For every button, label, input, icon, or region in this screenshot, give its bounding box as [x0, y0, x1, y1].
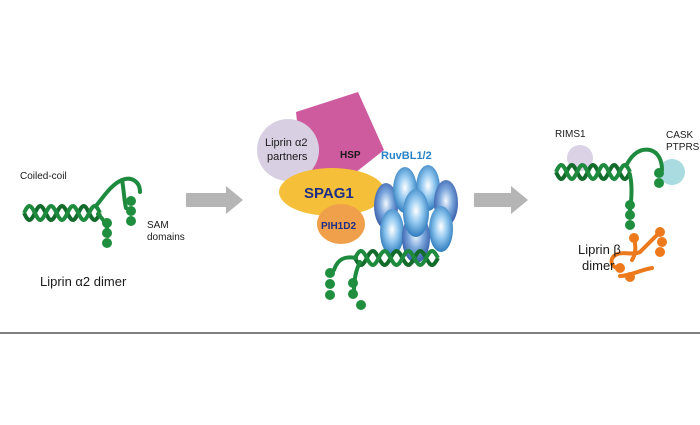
helix-strand	[353, 248, 440, 268]
ruvbl-label: RuvBL1/2	[381, 150, 432, 162]
ptprs-label: PTPRS	[666, 142, 700, 153]
liprin-beta-complex: RIMS1 CASK PTPRS Liprin β dimer	[554, 129, 700, 282]
helix-strand	[353, 248, 440, 268]
liprin-beta-domain	[657, 237, 667, 247]
liprin-alpha2-dimer-left: Coiled-coil SAM domains Liprin α2 dimer	[20, 171, 185, 289]
dimer-label: Liprin α2 dimer	[40, 274, 127, 289]
strand-left-3	[120, 178, 128, 210]
spag1-label: SPAG1	[304, 185, 354, 202]
cask-label: CASK	[666, 130, 694, 141]
cask-ptprs-circle	[659, 159, 685, 185]
coiled-coil-helix-right	[554, 162, 632, 182]
liprin-beta-domain	[629, 233, 639, 243]
liprin-beta-domain	[615, 263, 625, 273]
strand-center-1	[332, 255, 358, 272]
partners-label-line1: Liprin α2	[265, 137, 307, 149]
sam-label-line1: SAM	[147, 220, 169, 231]
sam-domain	[625, 210, 635, 220]
rims1-label: RIMS1	[555, 129, 586, 140]
coiled-coil-helix-center	[353, 248, 440, 268]
sam-domain	[348, 289, 358, 299]
strand-right-1	[624, 147, 664, 172]
sam-domain	[348, 278, 358, 288]
sam-domain	[625, 200, 635, 210]
sam-domain	[654, 168, 664, 178]
helix-strand	[22, 203, 102, 223]
helix-strand	[22, 203, 102, 223]
sam-domain	[102, 228, 112, 238]
spag1-shape	[279, 168, 385, 216]
sam-domain	[625, 220, 635, 230]
right-arrow-icon	[186, 186, 243, 214]
sam-domain	[325, 268, 335, 278]
sam-label-line2: domains	[147, 232, 185, 243]
beta-label-line2: dimer	[582, 258, 615, 273]
helix-strand	[554, 162, 632, 182]
sam-domain	[102, 218, 112, 228]
sam-domain	[126, 216, 136, 226]
ruvbl-hexamer	[374, 165, 458, 263]
sam-domain	[126, 196, 136, 206]
liprin-beta-domain	[655, 247, 665, 257]
pih1d2-label: PIH1D2	[321, 221, 356, 232]
liprin-beta-domain	[625, 272, 635, 282]
beta-label-line1: Liprin β	[578, 242, 621, 257]
hsp-shape	[296, 92, 384, 180]
sam-domain	[126, 206, 136, 216]
sam-domain	[325, 279, 335, 289]
right-arrow-icon	[474, 186, 528, 214]
sam-domain	[102, 238, 112, 248]
hsp-label: HSP	[340, 150, 361, 161]
sam-domain	[654, 178, 664, 188]
helix-strand	[554, 162, 632, 182]
pih1d2-shape	[317, 204, 365, 244]
coiled-coil-helix-left	[22, 203, 102, 223]
partners-label-line2: partners	[267, 151, 308, 163]
liprin-beta-strand-2	[618, 266, 654, 278]
liprin-partners-circle	[257, 119, 319, 181]
coiled-coil-label: Coiled-coil	[20, 171, 67, 182]
liprin-beta-domain	[655, 227, 665, 237]
sam-domain	[325, 290, 335, 300]
sam-domain	[356, 300, 366, 310]
chaperone-complex: Liprin α2 partners HSP RuvBL1/2 SPAG1 PI…	[257, 92, 458, 310]
